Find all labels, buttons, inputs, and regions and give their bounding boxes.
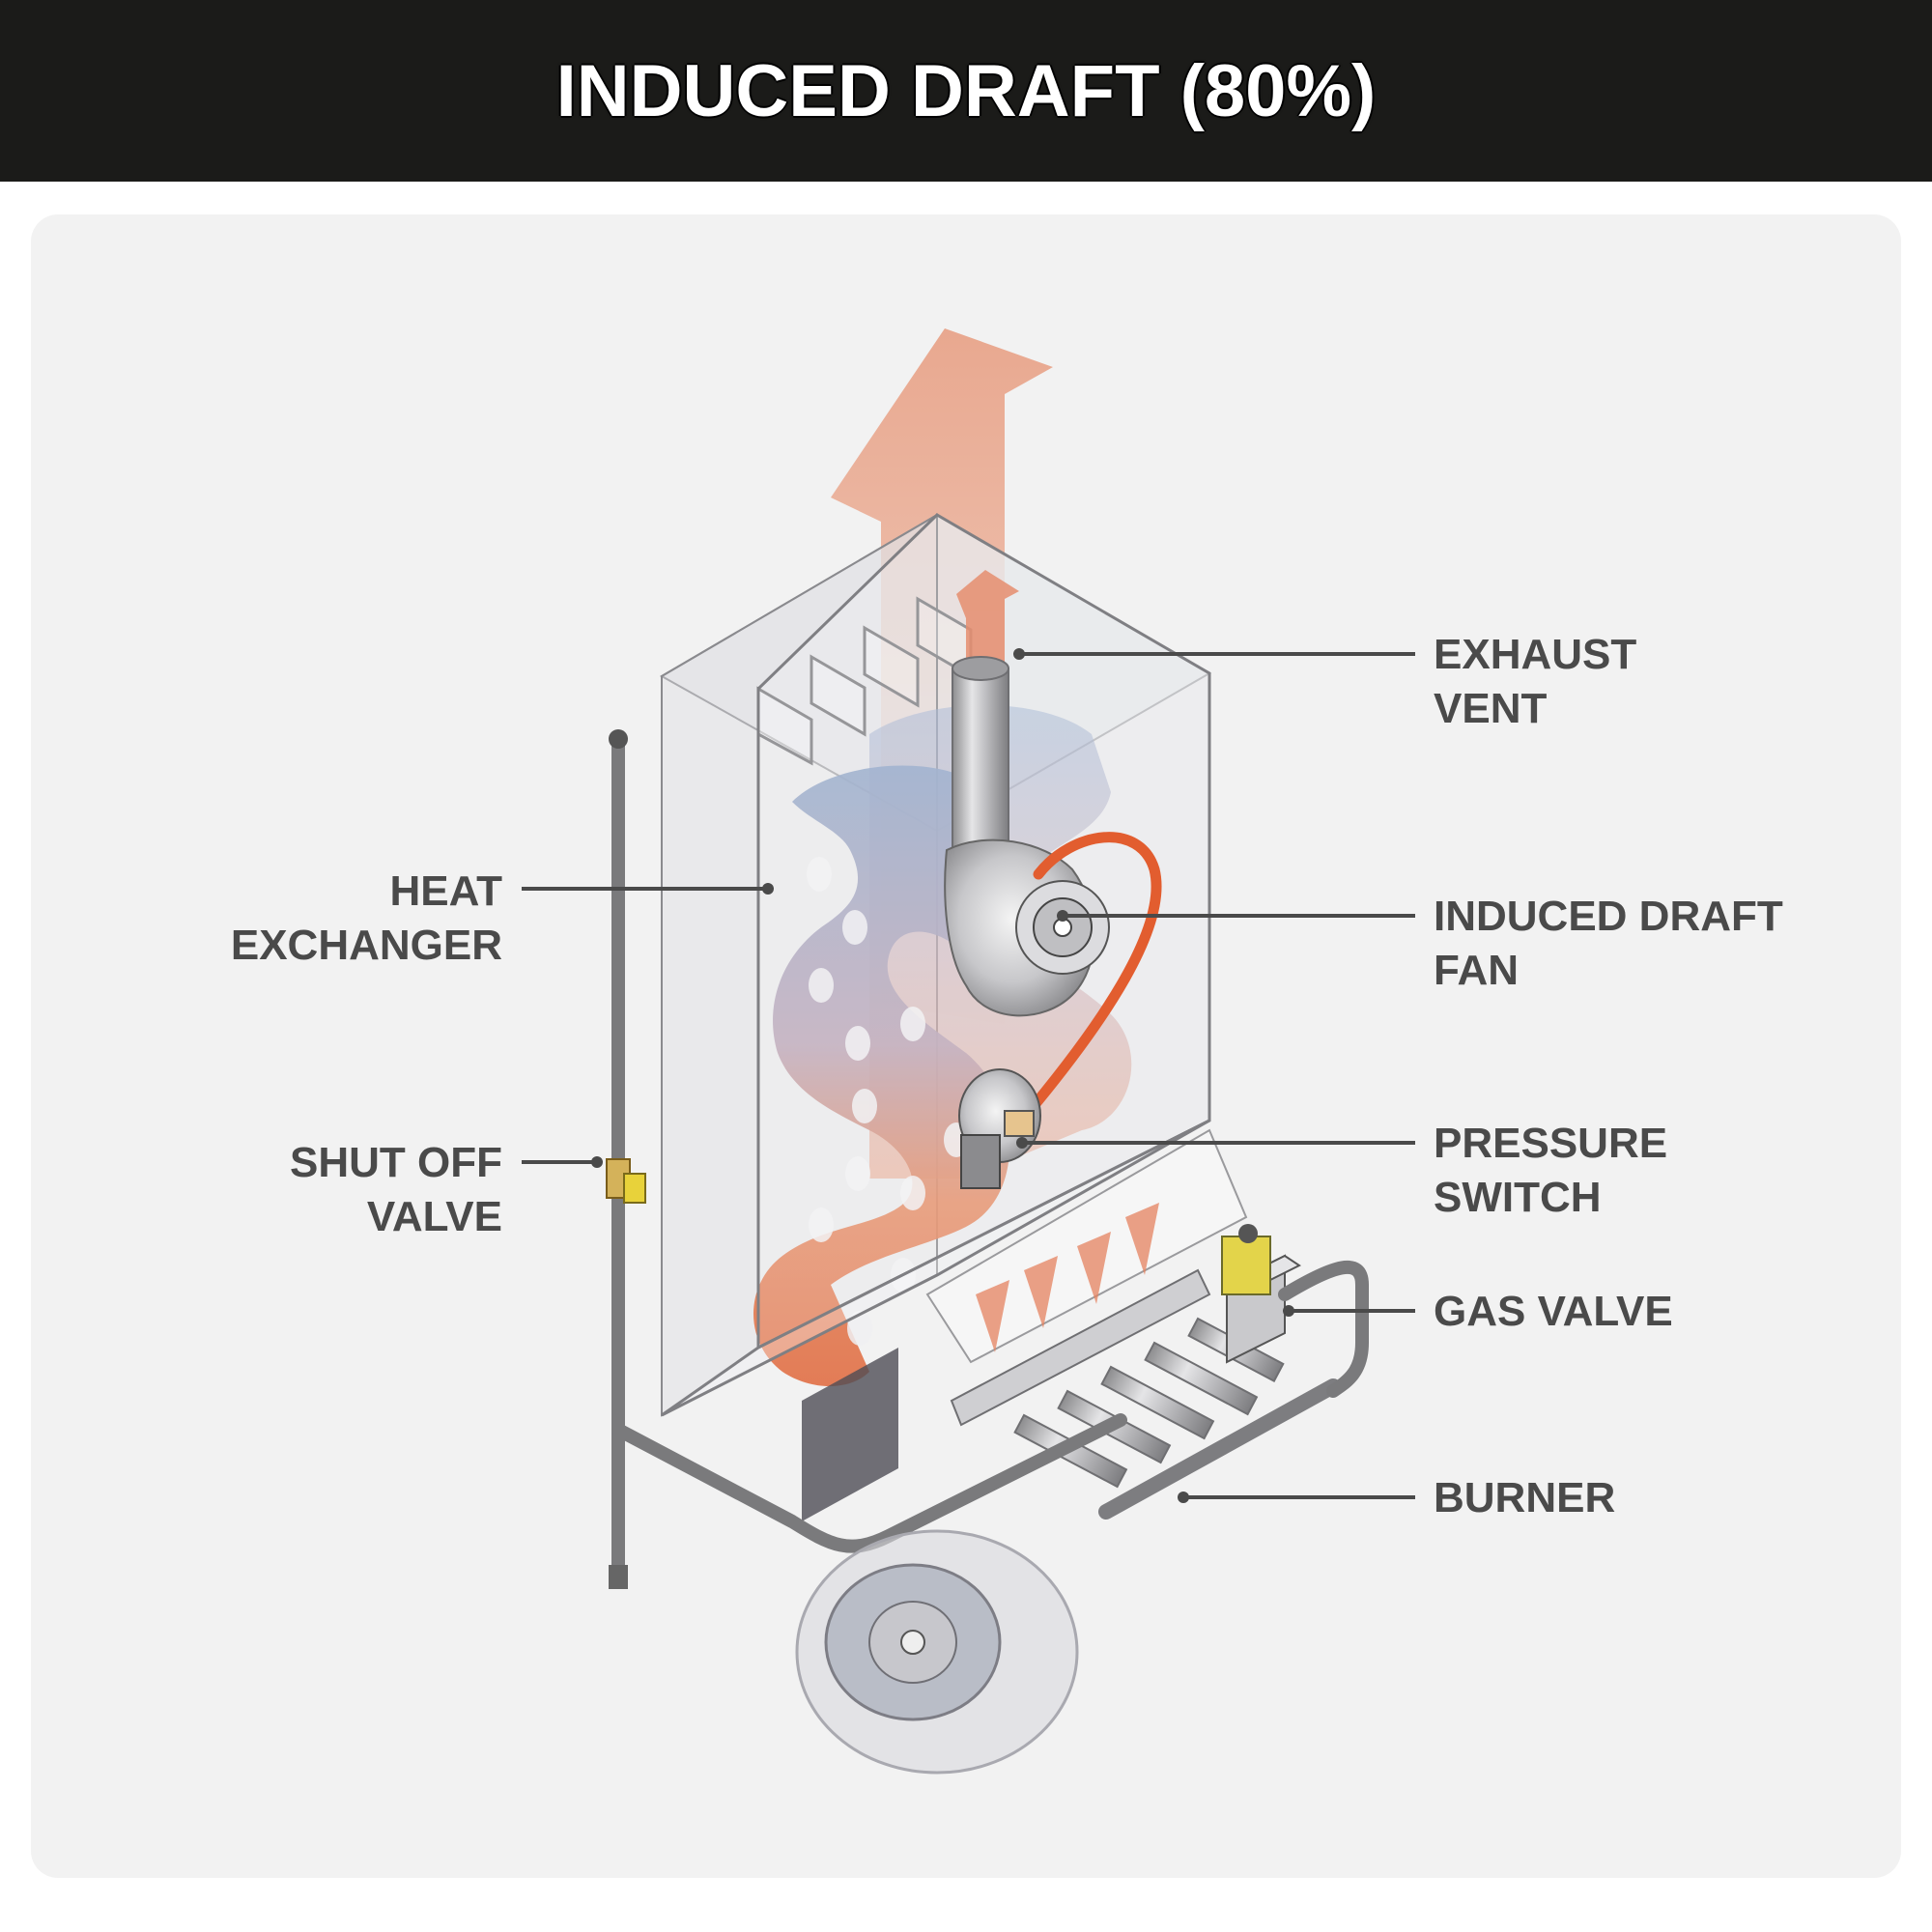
shut-off-valve (606, 1158, 646, 1204)
label-pressure-switch: PRESSURE SWITCH (1434, 1117, 1667, 1225)
label-shut-off-valve-line2: VALVE (366, 1193, 502, 1240)
label-induced-draft-fan: INDUCED DRAFT FAN (1434, 890, 1783, 998)
label-heat-exchanger-line2: EXCHANGER (230, 922, 502, 969)
vent-flow-arrow (956, 570, 1019, 676)
label-induced-draft-fan-line1: INDUCED DRAFT (1434, 893, 1783, 940)
page-header: INDUCED DRAFT (80%) (0, 0, 1932, 182)
burner-compartment (925, 1128, 1248, 1364)
label-pressure-switch-line2: SWITCH (1434, 1174, 1602, 1221)
label-gas-valve-line1: GAS VALVE (1434, 1288, 1673, 1335)
label-pressure-switch-line1: PRESSURE (1434, 1120, 1668, 1167)
blower-housing (795, 1529, 1079, 1775)
label-heat-exchanger-line1: HEAT (389, 867, 502, 915)
induced-draft-fan (944, 838, 1110, 1017)
label-exhaust-vent-line2: VENT (1434, 685, 1548, 732)
label-shut-off-valve: SHUT OFF VALVE (290, 1136, 502, 1244)
gas-line-bottom-fitting (609, 1565, 628, 1589)
label-induced-draft-fan-line2: FAN (1434, 947, 1519, 994)
label-exhaust-vent-line1: EXHAUST (1434, 631, 1637, 678)
pressure-hose (1028, 832, 1162, 1112)
page-title: INDUCED DRAFT (80%) (555, 49, 1377, 132)
label-shut-off-valve-line1: SHUT OFF (290, 1139, 502, 1186)
label-heat-exchanger: HEAT EXCHANGER (231, 865, 502, 973)
gas-line-top-cap (609, 729, 628, 749)
label-gas-valve: GAS VALVE (1434, 1285, 1673, 1339)
label-burner-line1: BURNER (1434, 1474, 1616, 1521)
gas-line (611, 732, 1369, 1581)
gas-valve (1221, 1224, 1301, 1364)
exhaust-vent-pipe (952, 656, 1009, 872)
label-exhaust-vent: EXHAUST VENT (1434, 628, 1636, 736)
exchanger-plates (756, 596, 973, 766)
label-burner: BURNER (1434, 1471, 1615, 1525)
burner-assembly (950, 1268, 1341, 1520)
leader-lines (522, 652, 1415, 1499)
leader-dots (591, 648, 1294, 1503)
